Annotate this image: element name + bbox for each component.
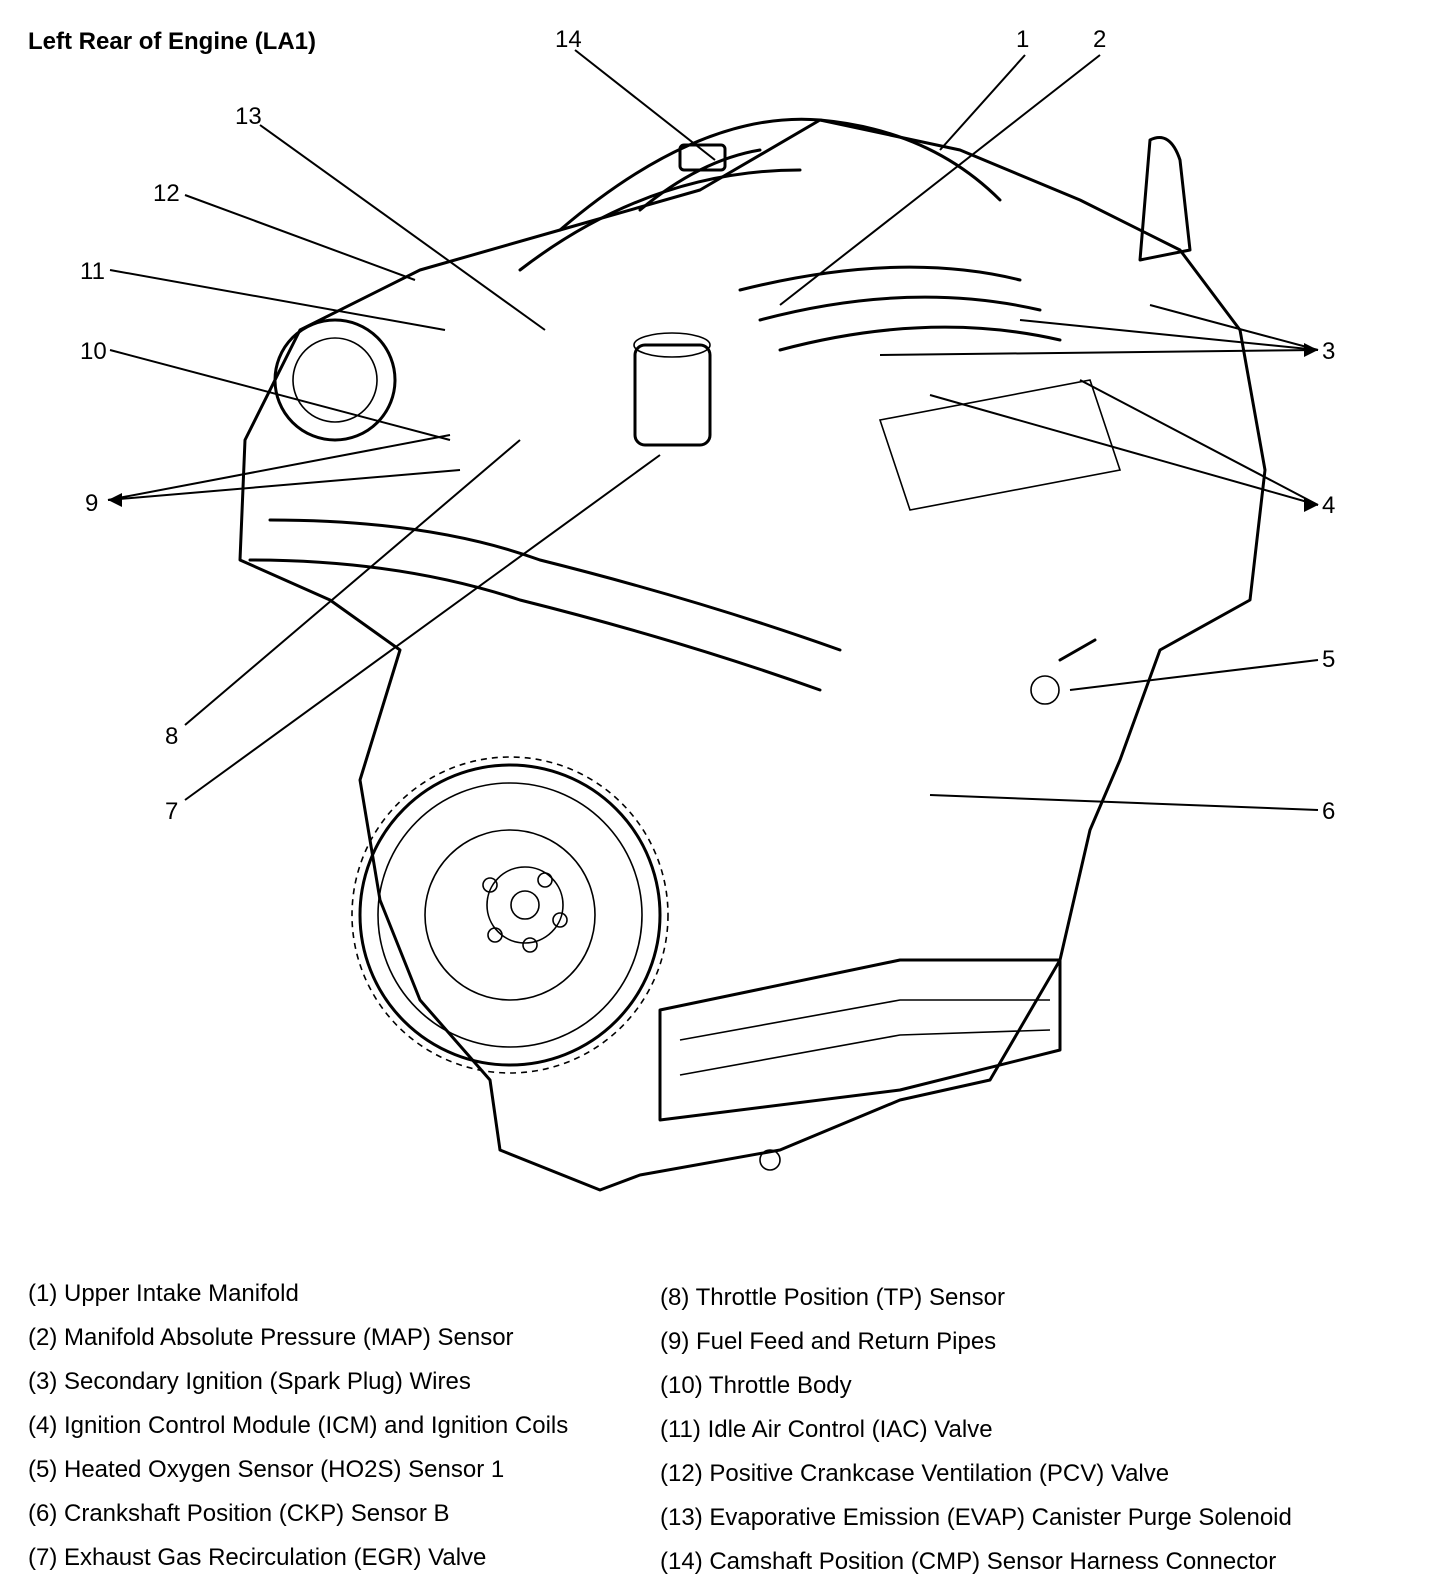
legend-item: (8) Throttle Position (TP) Sensor — [660, 1284, 1006, 1311]
callout-4: 4 — [1322, 492, 1336, 519]
legend-item: (14) Camshaft Position (CMP) Sensor Harn… — [660, 1548, 1277, 1575]
callout-8: 8 — [165, 723, 179, 750]
legend-item: (1) Upper Intake Manifold — [28, 1280, 299, 1307]
callout-7: 7 — [165, 798, 179, 825]
legend-item: (12) Positive Crankcase Ventilation (PCV… — [660, 1460, 1170, 1487]
engine-illustration — [238, 117, 1267, 1192]
legend-item: (13) Evaporative Emission (EVAP) Caniste… — [660, 1504, 1292, 1531]
legend-item: (10) Throttle Body — [660, 1372, 852, 1399]
legend-item: (4) Ignition Control Module (ICM) and Ig… — [28, 1412, 569, 1439]
legend-item: (5) Heated Oxygen Sensor (HO2S) Sensor 1 — [28, 1456, 505, 1483]
legend-item: (2) Manifold Absolute Pressure (MAP) Sen… — [28, 1324, 514, 1351]
callout-2: 2 — [1093, 26, 1107, 53]
callout-11: 11 — [80, 258, 105, 285]
legend-right: (8) Throttle Position (TP) Sensor (9) Fu… — [660, 1286, 1292, 1594]
leader-lines — [107, 49, 1319, 811]
legend-item: (7) Exhaust Gas Recirculation (EGR) Valv… — [28, 1544, 487, 1571]
legend-item: (3) Secondary Ignition (Spark Plug) Wire… — [28, 1368, 471, 1395]
diagram-title: Left Rear of Engine (LA1) — [28, 28, 317, 55]
legend-item: (9) Fuel Feed and Return Pipes — [660, 1328, 997, 1355]
callout-6: 6 — [1322, 798, 1336, 825]
engine-diagram — [107, 49, 1319, 1192]
callout-3: 3 — [1322, 338, 1336, 365]
callout-1: 1 — [1016, 26, 1030, 53]
callout-5: 5 — [1322, 646, 1336, 673]
legend-item: (6) Crankshaft Position (CKP) Sensor B — [28, 1500, 450, 1527]
callout-13: 13 — [235, 103, 262, 130]
callout-9: 9 — [85, 490, 99, 517]
callout-14: 14 — [555, 26, 582, 53]
callout-12: 12 — [153, 180, 180, 207]
legend-left: (1) Upper Intake Manifold (2) Manifold A… — [28, 1282, 568, 1590]
callout-10: 10 — [80, 338, 107, 365]
legend-item: (11) Idle Air Control (IAC) Valve — [660, 1416, 993, 1443]
